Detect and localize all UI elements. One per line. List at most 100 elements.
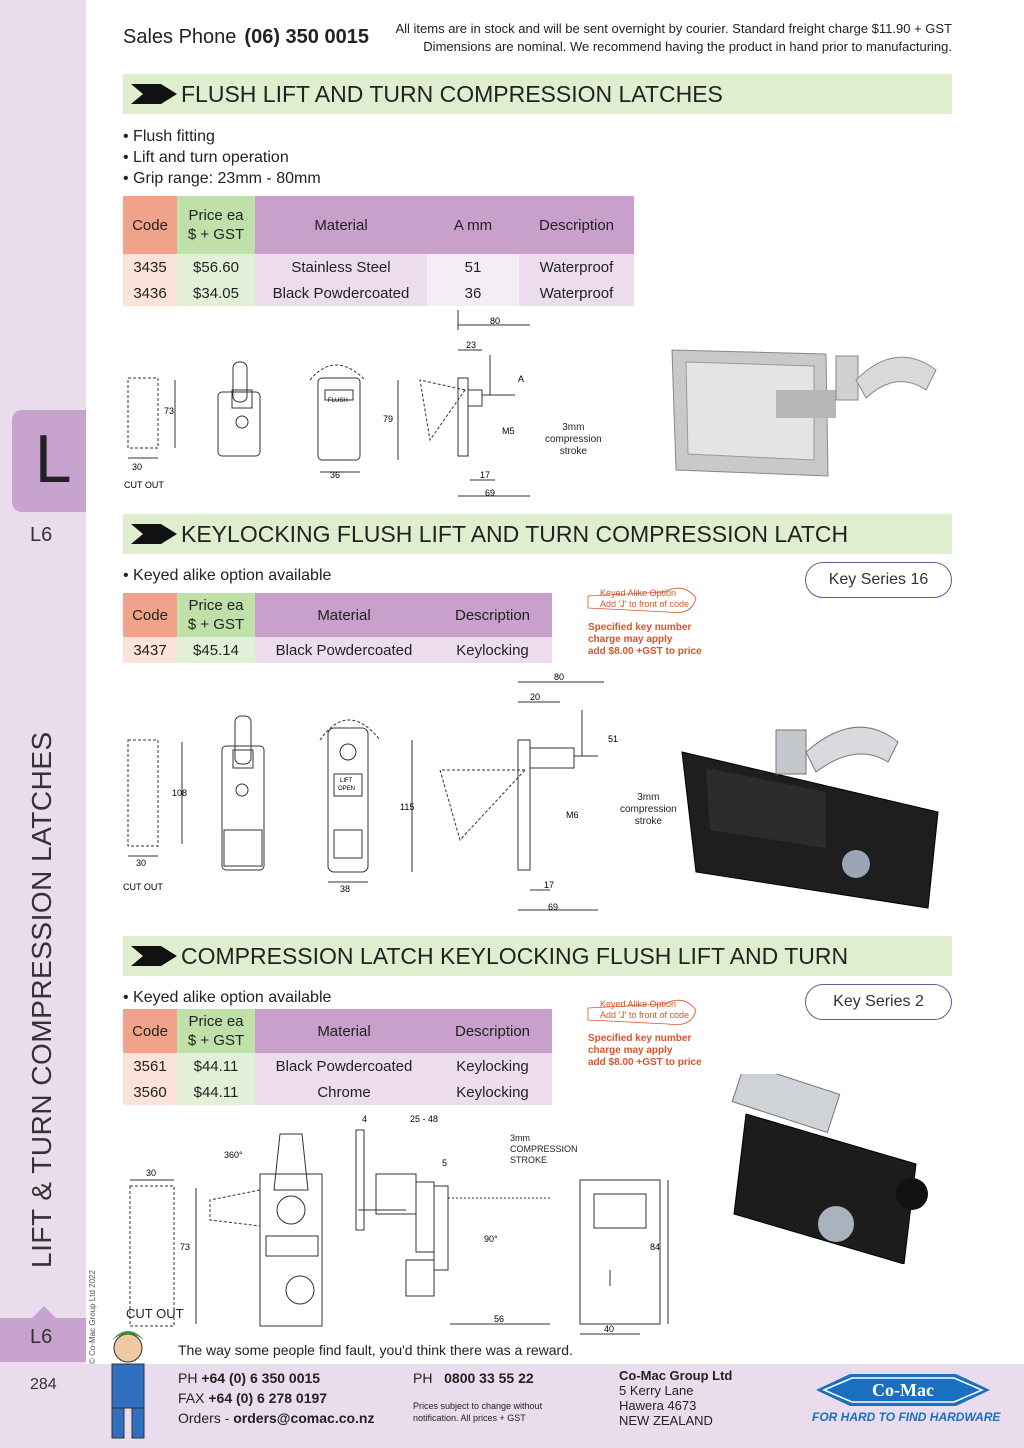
dim-label: 17: [480, 470, 490, 480]
tagline: FOR HARD TO FIND HARDWARE: [812, 1410, 1001, 1424]
table-header-row: Code Price ea $ + GST Material Descripti…: [123, 593, 552, 637]
bullet: Flush fitting: [123, 126, 321, 147]
section-tab: L: [12, 410, 86, 512]
arrow-icon: [131, 946, 177, 966]
section-code-bottom: L6: [30, 1326, 53, 1348]
col-material: Material: [255, 1009, 433, 1053]
dim-label: 5: [442, 1158, 447, 1168]
dim-label: 4: [362, 1114, 367, 1124]
key-option-line: Add 'J' to front of code: [600, 599, 689, 609]
col-material: Material: [255, 593, 433, 637]
stroke-note-line: COMPRESSION: [510, 1144, 578, 1154]
address-line: NEW ZEALAND: [619, 1413, 713, 1428]
lift-label: LIFT: [340, 778, 353, 784]
col-price: Price ea $ + GST: [177, 593, 255, 637]
stroke-note: 3mm compression stroke: [545, 422, 602, 458]
sales-phone-number[interactable]: (06) 350 0015: [244, 26, 369, 48]
table-row: 3560 $44.11 Chrome Keylocking: [123, 1079, 552, 1105]
dim-label: 30: [136, 858, 146, 868]
address-line: 5 Kerry Lane: [619, 1383, 694, 1398]
dim-label: 25 - 48: [410, 1114, 438, 1124]
latch-photo-black: [681, 726, 939, 909]
arrow-icon: [131, 524, 177, 544]
dim-label: 56: [494, 1314, 504, 1324]
prices-note-line: Prices subject to change without: [413, 1401, 543, 1411]
ph2-number[interactable]: 0800 33 55 22: [444, 1370, 534, 1386]
col-price: Price ea $ + GST: [177, 196, 255, 254]
fax-number[interactable]: +64 (0) 6 278 0197: [208, 1390, 328, 1406]
section1-table: Code Price ea $ + GST Material A mm Desc…: [123, 196, 634, 306]
section2-bullets: Keyed alike option available: [123, 565, 331, 586]
key-note: Specified key number charge may apply ad…: [588, 1033, 702, 1069]
latch-photo-compression: [731, 1074, 928, 1264]
header-note-line1: All items are in stock and will be sent …: [395, 21, 952, 36]
col-code: Code: [123, 593, 177, 637]
key-note-line: add $8.00 +GST to price: [588, 1057, 702, 1068]
dim-label: 73: [180, 1242, 190, 1252]
mascot-icon: [111, 1331, 145, 1439]
cell-material: Black Powdercoated: [255, 1053, 433, 1079]
section3-title: COMPRESSION LATCH KEYLOCKING FLUSH LIFT …: [181, 943, 849, 969]
dim-label: A: [518, 374, 524, 384]
dim-label: 360°: [224, 1150, 243, 1160]
cell-material: Black Powdercoated: [255, 280, 427, 306]
cell-description: Waterproof: [519, 280, 634, 306]
bullet: Keyed alike option available: [123, 987, 331, 1008]
section1-technical-drawing: 30 CUT OUT 73 36 79 80 23 A M5 17 69 FLU…: [124, 310, 530, 498]
ph-number[interactable]: +64 (0) 6 350 0015: [201, 1370, 321, 1386]
table-row: 3436 $34.05 Black Powdercoated 36 Waterp…: [123, 280, 634, 306]
orders-email[interactable]: orders@comac.co.nz: [233, 1410, 375, 1426]
key-note-line: add $8.00 +GST to price: [588, 646, 702, 657]
orders-label: Orders -: [178, 1410, 230, 1426]
cutout-outline: [127, 377, 159, 449]
section3-table: Code Price ea $ + GST Material Descripti…: [123, 1009, 552, 1105]
cutout-label: CUT OUT: [126, 1306, 184, 1321]
footer-freephone: PH 0800 33 55 22: [413, 1368, 534, 1388]
cell-price: $56.60: [177, 254, 255, 280]
dim-label: 38: [340, 884, 350, 894]
key-icon: [587, 999, 697, 1026]
bullet: Lift and turn operation: [123, 147, 321, 168]
cell-description: Waterproof: [519, 254, 634, 280]
key-note-line: charge may apply: [588, 634, 673, 645]
cell-price: $34.05: [177, 280, 255, 306]
address-line: Hawera 4673: [619, 1398, 697, 1413]
company-name: Co-Mac Group Ltd: [619, 1368, 733, 1383]
cell-description: Keylocking: [433, 1053, 552, 1079]
comac-logo: Co-Mac: [816, 1374, 990, 1406]
col-description: Description: [433, 1009, 552, 1053]
footer-quote: The way some people find fault, you'd th…: [178, 1342, 573, 1358]
sidebar: L L6 LIFT & TURN COMPRESSION LATCHES © C…: [0, 0, 97, 1448]
prices-note: Prices subject to change without notific…: [413, 1400, 542, 1424]
cell-price: $44.11: [177, 1053, 255, 1079]
vertical-title: LIFT & TURN COMPRESSION LATCHES: [26, 731, 57, 1268]
dim-label: 73: [164, 406, 174, 416]
bullet: Keyed alike option available: [123, 565, 331, 586]
dim-label: 20: [530, 692, 540, 702]
dim-label: 69: [485, 488, 495, 498]
bullet: Grip range: 23mm - 80mm: [123, 168, 321, 189]
table-header-row: Code Price ea $ + GST Material A mm Desc…: [123, 196, 634, 254]
open-label: OPEN: [338, 786, 355, 792]
section2-table: Code Price ea $ + GST Material Descripti…: [123, 593, 552, 663]
dim-label: 115: [400, 802, 414, 812]
dim-label: 30: [132, 462, 142, 472]
header-note: All items are in stock and will be sent …: [395, 20, 952, 56]
dim-label: 23: [466, 340, 476, 350]
stroke-note-line: 3mm: [562, 422, 585, 433]
cell-code: 3561: [123, 1053, 177, 1079]
col-code: Code: [123, 196, 177, 254]
cutout-label: CUT OUT: [124, 480, 164, 490]
flush-label: FLUSH: [328, 398, 348, 404]
section1-header: FLUSH LIFT AND TURN COMPRESSION LATCHES: [123, 74, 952, 114]
cutout-label: CUT OUT: [123, 882, 163, 892]
latch-photo-stainless: [671, 349, 937, 477]
header-note-line2: Dimensions are nominal. We recommend hav…: [423, 39, 952, 54]
stroke-note-line: stroke: [559, 446, 587, 457]
key-option-line: Keyed Alike Option: [600, 588, 677, 598]
key-option-line: Add 'J' to front of code: [600, 1010, 689, 1020]
table-row: 3437 $45.14 Black Powdercoated Keylockin…: [123, 637, 552, 663]
key-note-line: Specified key number: [588, 1033, 692, 1044]
dim-label: 90°: [484, 1234, 498, 1244]
logo-text: Co-Mac: [872, 1380, 934, 1400]
